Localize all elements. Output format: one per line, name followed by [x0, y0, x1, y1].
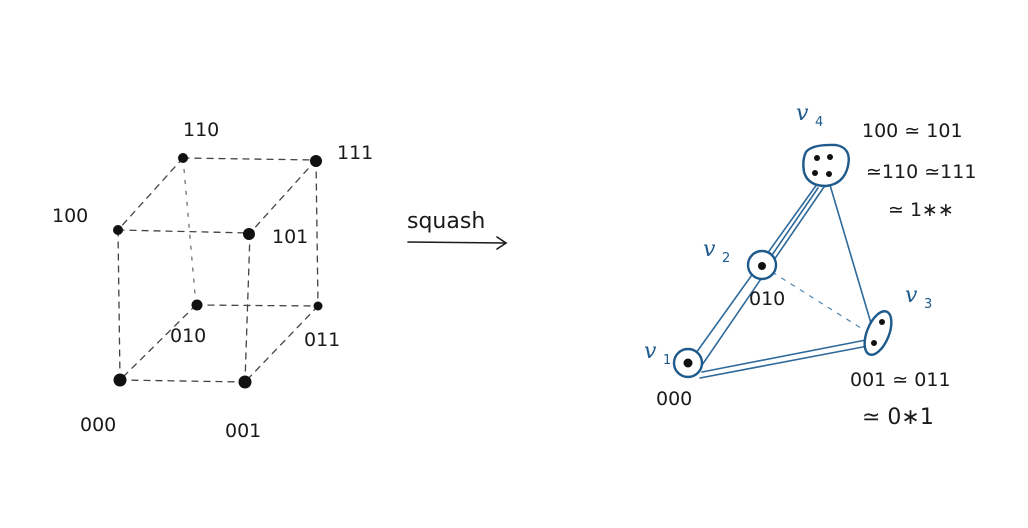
vertex-label-010: 010	[170, 325, 206, 347]
vertex-label-111: 111	[337, 142, 373, 164]
cube-edge	[119, 304, 197, 381]
vertex-label-101: 101	[272, 226, 308, 248]
node-v3-caption-line2: ≃ 0∗1	[862, 405, 934, 430]
vertex-label-011: 011	[304, 329, 340, 351]
node-v4-dot	[812, 170, 818, 176]
node-v3-name: v 3	[905, 283, 932, 312]
cube-edge	[182, 157, 197, 306]
node-v1-caption: 000	[656, 388, 692, 410]
edge-v4-v3	[829, 184, 874, 331]
vertex-110-dot	[178, 153, 188, 163]
cube-edge	[249, 159, 317, 234]
svg-text:3: 3	[924, 297, 932, 312]
edge-v2-v4	[769, 187, 819, 259]
squash-arrow: squash	[407, 209, 508, 250]
node-v4-caption-line2: ≃110 ≃111	[866, 161, 976, 183]
svg-text:2: 2	[722, 251, 730, 266]
node-v4-blob	[802, 143, 850, 188]
quotient-graph: v 4 v 2 v 3 v 1 100 ≃ 101 ≃110 ≃111 ≃ 1∗…	[644, 101, 976, 430]
edge-v1-v3	[701, 339, 867, 373]
node-v1-dot	[683, 358, 693, 368]
svg-text:v: v	[905, 283, 918, 308]
vertex-label-001: 001	[225, 420, 261, 442]
cube-edge	[182, 157, 317, 161]
cube-edge	[117, 229, 251, 234]
node-v2-caption: 010	[749, 288, 785, 310]
svg-text:v: v	[644, 339, 657, 364]
vertex-label-110: 110	[183, 119, 219, 141]
edge-v2-v3	[771, 271, 865, 331]
cube-edge	[195, 304, 319, 307]
cube-edge	[117, 229, 121, 381]
vertex-label-100: 100	[52, 205, 88, 227]
node-v3-blob	[863, 310, 893, 356]
node-v4-caption-line1: 100 ≃ 101	[862, 120, 963, 142]
squash-label: squash	[407, 209, 485, 234]
node-v4-dot	[827, 154, 833, 160]
cube-edge	[244, 232, 251, 383]
node-v4-caption-line3: ≃ 1∗∗	[888, 199, 954, 221]
node-v4-dot	[814, 155, 820, 161]
cube-edge	[315, 159, 319, 307]
cube-edge	[117, 157, 184, 231]
svg-text:v: v	[703, 237, 716, 262]
vertex-label-000: 000	[80, 414, 116, 436]
vertex-111-dot	[310, 155, 322, 167]
node-v3-dot	[871, 340, 877, 346]
vertex-100-dot	[113, 225, 123, 235]
vertex-101-dot	[243, 228, 255, 240]
node-v3-dot	[879, 319, 885, 325]
svg-text:1: 1	[663, 353, 671, 368]
svg-text:4: 4	[815, 115, 823, 130]
vertex-000-dot	[113, 373, 127, 387]
node-v2-dot	[758, 262, 766, 270]
node-v3-caption-line1: 001 ≃ 011	[850, 369, 951, 391]
node-v4-name: v 4	[796, 101, 823, 130]
node-v1-name: v 1	[644, 339, 671, 368]
node-v4-dot	[826, 171, 832, 177]
cube-edge	[244, 305, 319, 383]
cube-diagram: 110 111 100 101 010 011 000 001	[52, 119, 373, 442]
svg-text:v: v	[796, 101, 809, 126]
vertex-010-dot	[191, 299, 203, 311]
vertex-011-dot	[313, 301, 323, 311]
edge-v1-v3-b	[699, 345, 869, 379]
vertex-001-dot	[238, 375, 252, 389]
cube-edge	[119, 379, 246, 383]
arrow-head	[496, 236, 508, 250]
node-v2-name: v 2	[703, 237, 730, 266]
arrow-line	[407, 241, 506, 244]
